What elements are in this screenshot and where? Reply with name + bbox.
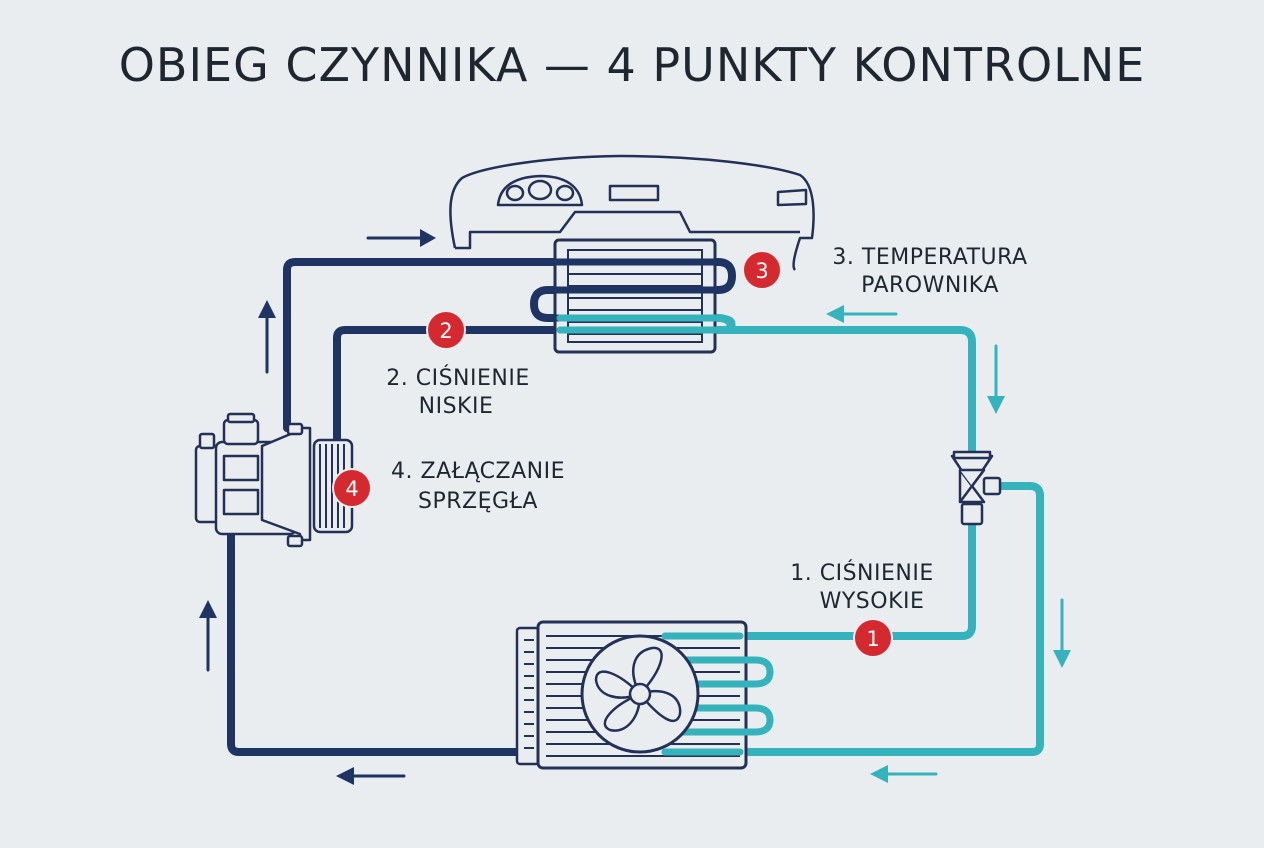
arrow-up-icon <box>258 300 276 374</box>
arrow-left-icon <box>870 765 938 783</box>
flow-arrows-teal <box>826 305 1071 783</box>
diagram-title: OBIEG CZYNNIKA — 4 PUNKTY KONTROLNE <box>118 38 1146 92</box>
arrow-left-icon <box>826 305 898 323</box>
arrow-left-icon <box>336 767 406 785</box>
checkpoint-number-3: 3 <box>755 259 768 283</box>
checkpoint-badge-2: 2 <box>426 310 466 350</box>
checkpoint-label-1-line1: 1. CIŚNIENIE <box>790 560 934 586</box>
checkpoint-label-3-line2: PAROWNIKA <box>861 273 999 298</box>
checkpoint-number-1: 1 <box>866 627 879 651</box>
checkpoint-label-4-line2: SPRZĘGŁA <box>418 489 538 514</box>
evaporator-icon <box>530 238 736 354</box>
checkpoint-badge-3: 3 <box>742 250 782 290</box>
checkpoint-label-2-line1: 2. CIŚNIENIE <box>386 365 530 391</box>
dashboard-icon <box>449 154 815 271</box>
checkpoint-number-4: 4 <box>345 477 358 501</box>
checkpoint-number-2: 2 <box>439 319 452 343</box>
arrow-down-icon <box>987 344 1005 414</box>
expansion-valve-icon <box>950 450 1002 526</box>
compressor-icon <box>194 412 354 548</box>
checkpoint-label-2-line2: NISKIE <box>419 394 494 419</box>
checkpoint-badge-4: 4 <box>332 468 372 508</box>
arrow-down-icon <box>1053 598 1071 668</box>
checkpoint-label-3-line1: 3. TEMPERATURA <box>832 245 1027 270</box>
checkpoint-label-1-line2: WYSOKIE <box>820 589 925 614</box>
checkpoint-label-2: 2. CIŚNIENIE NISKIE <box>386 365 530 419</box>
checkpoint-label-1: 1. CIŚNIENIE WYSOKIE <box>790 560 934 614</box>
flow-arrows-dark <box>199 229 436 785</box>
checkpoint-label-4: 4. ZAŁĄCZANIE SPRZĘGŁA <box>391 459 565 514</box>
arrow-up-icon <box>199 600 217 672</box>
checkpoint-badge-1: 1 <box>853 618 893 658</box>
checkpoint-label-3: 3. TEMPERATURA PAROWNIKA <box>832 245 1027 298</box>
arrow-right-icon <box>366 229 436 247</box>
checkpoint-label-4-line1: 4. ZAŁĄCZANIE <box>391 459 565 484</box>
fan-icon <box>580 634 700 754</box>
